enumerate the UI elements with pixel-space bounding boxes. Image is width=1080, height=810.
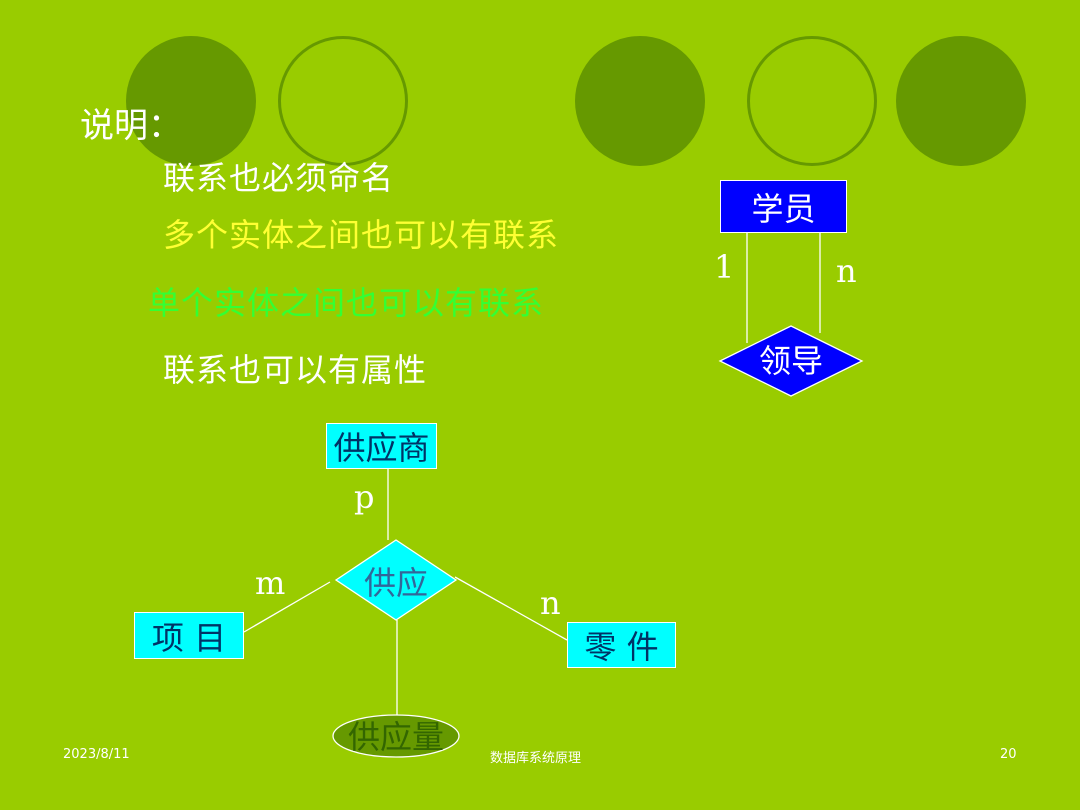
d1-cardinality-n: n <box>836 252 857 290</box>
d2-relationship-label: 供应 <box>364 564 428 602</box>
decor-ring-2 <box>747 36 877 166</box>
d2-attribute-label: 供应量 <box>348 718 444 756</box>
d2-line-part <box>454 576 568 641</box>
d2-cardinality-n: n <box>540 584 561 622</box>
d1-relationship-diamond <box>718 325 864 397</box>
d1-entity-student: 学员 <box>720 180 847 233</box>
bullet-relationship-naming: 联系也必须命名 <box>163 159 395 197</box>
d2-relationship-diamond <box>334 539 458 621</box>
d2-attribute-ellipse <box>332 714 460 758</box>
footer-page-number: 20 <box>1000 747 1017 762</box>
bullet-relationship-attributes: 联系也可以有属性 <box>163 351 428 389</box>
bullet-single-entity: 单个实体之间也可以有联系 <box>148 284 545 322</box>
footer-date: 2023/8/11 <box>63 747 130 762</box>
d2-cardinality-p: p <box>354 478 375 516</box>
slide-heading: 说明： <box>80 106 182 146</box>
footer-course: 数据库系统原理 <box>490 751 582 766</box>
d2-line-project <box>243 581 331 633</box>
decor-ring-1 <box>278 36 408 166</box>
d1-cardinality-one: 1 <box>714 248 735 286</box>
d2-entity-part: 零 件 <box>567 622 676 668</box>
decor-circle-1 <box>126 36 256 166</box>
d1-relationship-label: 领导 <box>759 342 823 380</box>
decor-circle-3 <box>896 36 1026 166</box>
d2-cardinality-m: m <box>255 564 286 602</box>
decor-circle-2 <box>575 36 705 166</box>
bullet-multi-entity: 多个实体之间也可以有联系 <box>163 216 560 254</box>
d2-entity-project: 项 目 <box>134 612 244 659</box>
d2-entity-supplier: 供应商 <box>326 423 437 469</box>
